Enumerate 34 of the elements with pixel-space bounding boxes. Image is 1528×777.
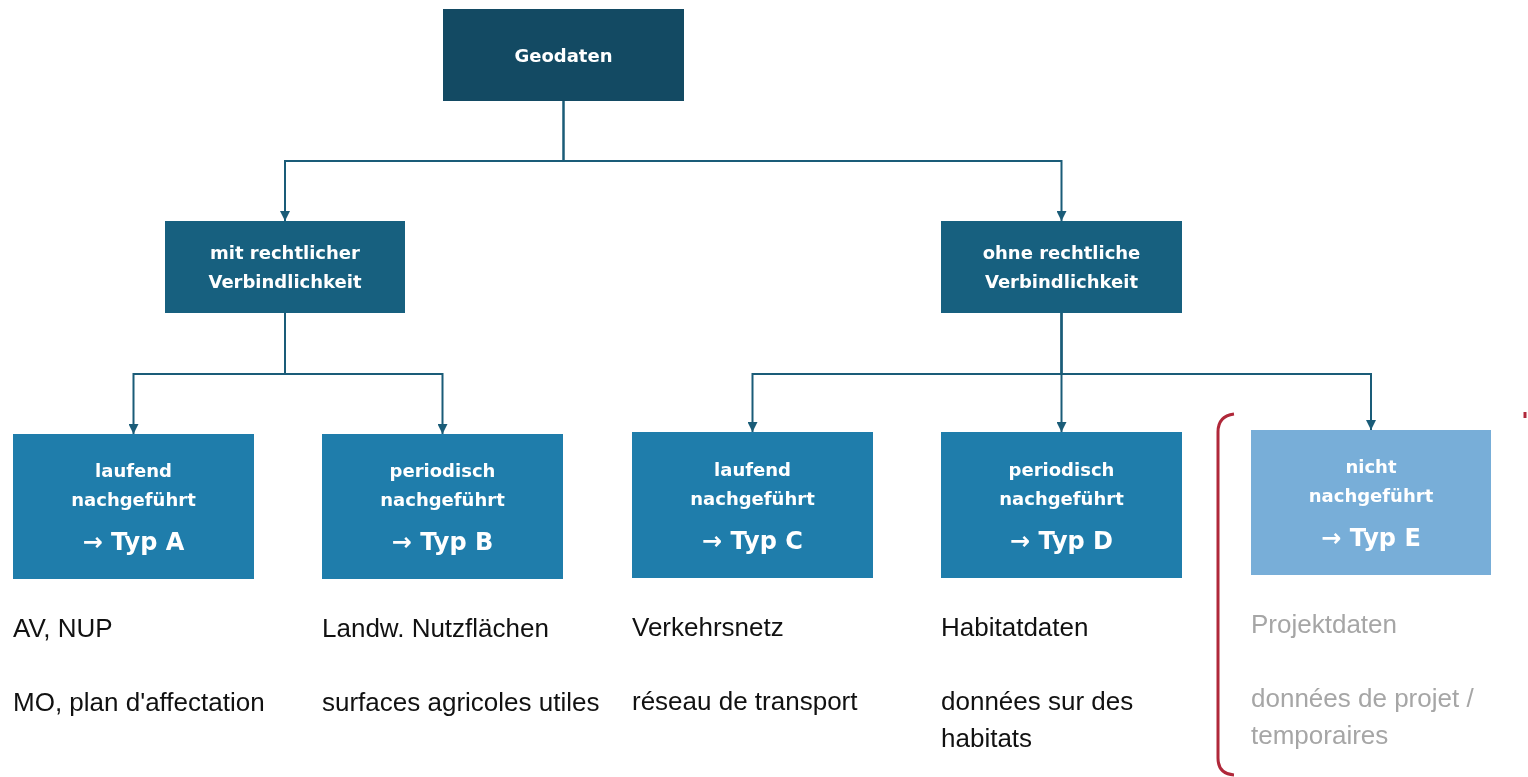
box-title: laufend nachgeführt <box>689 457 816 511</box>
connector-arrow <box>1060 312 1376 431</box>
type-label: → Typ D <box>1009 526 1114 556</box>
category-box <box>443 9 684 101</box>
category-box <box>941 432 1182 578</box>
german-example: AV, NUP <box>13 612 114 645</box>
category-box <box>941 221 1182 313</box>
french-example: réseau de transport <box>632 685 859 718</box>
category-box <box>1251 430 1491 575</box>
box-title: ohne rechtliche Verbindlichkeit <box>981 241 1142 294</box>
type-label: → Typ A <box>82 528 185 557</box>
category-box <box>13 434 254 579</box>
french-example: surfaces agricoles utiles <box>322 686 601 719</box>
type-label: → Typ C <box>702 526 803 556</box>
french-example: données de projet / temporaires <box>1251 682 1475 752</box>
box-title: nicht nachgeführt <box>1307 455 1435 508</box>
category-box <box>165 221 405 313</box>
connector-arrow <box>562 100 1067 222</box>
french-example: MO, plan d'affectation <box>13 686 266 719</box>
box-title: periodisch nachgeführt <box>998 457 1125 511</box>
box-title: mit rechtlicher Verbindlichkeit <box>207 241 363 294</box>
german-example: Verkehrsnetz <box>632 611 785 644</box>
german-example: Habitatdaten <box>941 611 1090 644</box>
connector-arrow <box>284 312 448 435</box>
category-box <box>322 434 563 579</box>
type-label: → Typ E <box>1321 524 1421 553</box>
category-box <box>632 432 873 578</box>
french-example: données sur des habitats <box>941 685 1135 755</box>
box-title: laufend nachgeführt <box>70 459 197 512</box>
german-example: Landw. Nutzflächen <box>322 612 550 645</box>
german-example: Projektdaten <box>1251 608 1398 641</box>
type-label: → Typ B <box>391 528 494 557</box>
box-title: Geodaten <box>514 43 613 68</box>
box-title: periodisch nachgeführt <box>379 459 506 512</box>
